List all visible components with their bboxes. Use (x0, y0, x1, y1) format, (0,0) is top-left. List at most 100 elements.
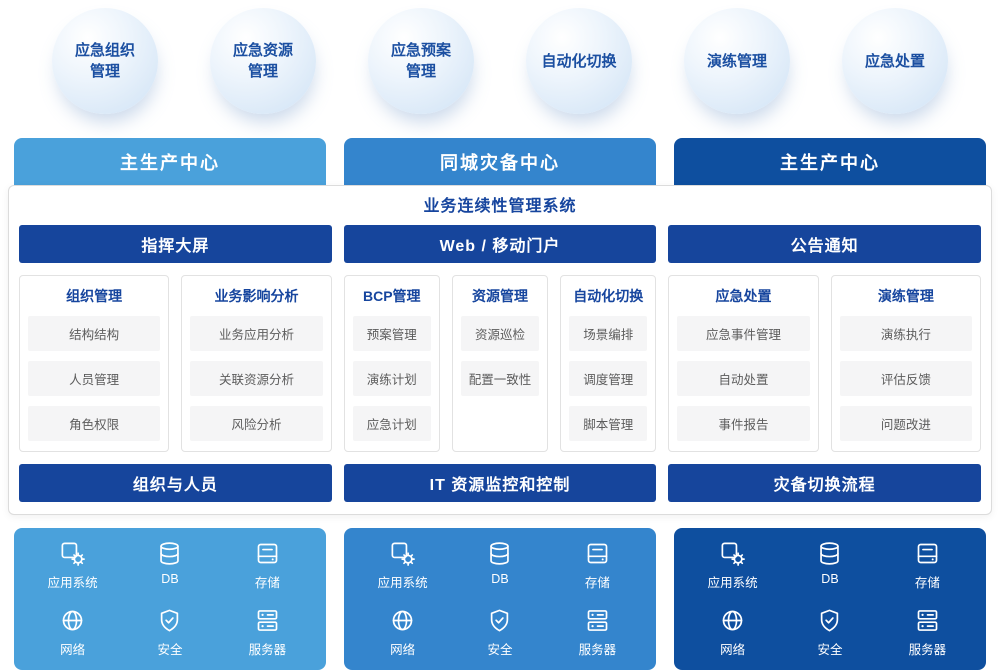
footer-bar-it-monitoring: IT 资源监控和控制 (343, 464, 657, 502)
server-icon (914, 607, 941, 634)
storage-icon (254, 540, 281, 567)
card-item: 应急计划 (352, 406, 431, 441)
card-title: 业务影响分析 (214, 288, 299, 304)
infra-item-storage: 存储 (219, 540, 316, 591)
section-web-portal: Web / 移动门户 BCP管理 预案管理 演练计划 应急计划 资源管理 资源巡… (343, 225, 657, 502)
infra-item-storage: 存储 (549, 540, 646, 591)
portal-bar-announcement: 公告通知 (668, 225, 982, 263)
card-item: 演练执行 (839, 316, 973, 351)
center-bar-same-city-dr: 同城灾备中心 (344, 138, 656, 185)
center-bar-primary-production-2: 主生产中心 (674, 138, 986, 185)
infra-item-server: 服务器 (879, 607, 976, 658)
section-cards: BCP管理 预案管理 演练计划 应急计划 资源管理 资源巡检 配置一致性 自动化… (343, 275, 657, 452)
infra-label: 网络 (390, 643, 416, 657)
card-item: 结构结构 (28, 316, 161, 351)
infra-item-app-system: 应用系统 (24, 540, 121, 591)
card-title: BCP管理 (363, 288, 421, 304)
infra-item-storage: 存储 (879, 540, 976, 591)
card-title: 组织管理 (66, 288, 123, 304)
infra-item-app-system: 应用系统 (354, 540, 451, 591)
card-item: 自动处置 (677, 361, 810, 396)
section-announcement: 公告通知 应急处置 应急事件管理 自动处置 事件报告 演练管理 演练执行 评估反… (668, 225, 982, 502)
card-item: 人员管理 (28, 361, 161, 396)
card-item: 评估反馈 (839, 361, 973, 396)
bcm-system-panel: 业务连续性管理系统 指挥大屏 组织管理 结构结构 人员管理 角色权限 业务影响分… (8, 185, 992, 515)
app-system-icon (389, 540, 416, 567)
server-icon (584, 607, 611, 634)
infra-item-server: 服务器 (219, 607, 316, 658)
infra-label: DB (161, 572, 179, 586)
card-item: 应急事件管理 (677, 316, 810, 351)
section-command: 指挥大屏 组织管理 结构结构 人员管理 角色权限 业务影响分析 业务应用分析 关… (19, 225, 332, 502)
footer-bar-org-personnel: 组织与人员 (19, 464, 332, 502)
shield-icon (816, 607, 843, 634)
card-item: 角色权限 (28, 406, 161, 441)
center-header-row: 主生产中心 同城灾备中心 主生产中心 (0, 138, 1000, 185)
network-icon (719, 607, 746, 634)
card-resource-mgmt: 资源管理 资源巡检 配置一致性 (451, 275, 549, 452)
infra-label: 网络 (60, 643, 86, 657)
bubble-label: 应急预案 管理 (390, 42, 451, 80)
infra-item-server: 服务器 (549, 607, 646, 658)
infra-label: 应用系统 (707, 576, 758, 590)
infra-item-network: 网络 (24, 607, 121, 658)
infra-label: DB (821, 572, 839, 586)
bubble-emergency-org-mgmt: 应急组织 管理 (52, 8, 158, 114)
card-item: 调度管理 (569, 361, 648, 396)
infra-label: 应用系统 (47, 576, 98, 590)
infra-label: 安全 (157, 643, 183, 657)
storage-icon (584, 540, 611, 567)
bubble-label: 应急资源 管理 (232, 42, 293, 80)
card-title: 演练管理 (877, 288, 934, 304)
portal-bar-web-mobile: Web / 移动门户 (343, 225, 657, 263)
bubble-emergency-resource-mgmt: 应急资源 管理 (210, 8, 316, 114)
card-item: 问题改进 (839, 406, 973, 441)
database-icon (156, 540, 183, 567)
infra-label: 服务器 (248, 643, 287, 657)
infra-label: 网络 (720, 643, 746, 657)
infra-label: 安全 (817, 643, 843, 657)
infra-label: 存储 (584, 576, 610, 590)
card-title: 自动化切换 (573, 288, 644, 304)
footer-bar-dr-switch-process: 灾备切换流程 (668, 464, 982, 502)
infra-item-db: DB (781, 540, 878, 591)
bubble-label: 演练管理 (706, 52, 767, 70)
card-item: 资源巡检 (460, 316, 540, 351)
database-icon (816, 540, 843, 567)
card-item: 场景编排 (569, 316, 648, 351)
shield-icon (486, 607, 513, 634)
infra-item-db: DB (451, 540, 548, 591)
infra-panel-primary-production: 应用系统 DB 存储 网络 安全 服务器 (14, 528, 326, 670)
card-item: 关联资源分析 (190, 361, 323, 396)
infra-panel-primary-production-2: 应用系统 DB 存储 网络 安全 服务器 (674, 528, 986, 670)
infra-label: 应用系统 (377, 576, 428, 590)
card-title: 资源管理 (472, 288, 528, 304)
section-cards: 应急处置 应急事件管理 自动处置 事件报告 演练管理 演练执行 评估反馈 问题改… (668, 275, 982, 452)
infra-item-app-system: 应用系统 (684, 540, 781, 591)
infra-item-security: 安全 (781, 607, 878, 658)
network-icon (59, 607, 86, 634)
bubble-label: 自动化切换 (541, 52, 617, 70)
infra-item-security: 安全 (121, 607, 218, 658)
card-title: 应急处置 (715, 288, 772, 304)
bubble-label: 应急组织 管理 (74, 42, 135, 80)
card-item: 演练计划 (352, 361, 431, 396)
capability-bubbles: 应急组织 管理 应急资源 管理 应急预案 管理 自动化切换 演练管理 应急处置 (0, 0, 1000, 114)
card-bcp-mgmt: BCP管理 预案管理 演练计划 应急计划 (343, 275, 440, 452)
storage-icon (914, 540, 941, 567)
bubble-emergency-response: 应急处置 (842, 8, 948, 114)
system-sections: 指挥大屏 组织管理 结构结构 人员管理 角色权限 业务影响分析 业务应用分析 关… (19, 225, 982, 502)
bubble-label: 应急处置 (864, 52, 925, 70)
infra-panel-same-city-dr: 应用系统 DB 存储 网络 安全 服务器 (344, 528, 656, 670)
app-system-icon (719, 540, 746, 567)
infra-item-security: 安全 (451, 607, 548, 658)
app-system-icon (59, 540, 86, 567)
card-item: 预案管理 (352, 316, 431, 351)
card-item: 脚本管理 (569, 406, 648, 441)
infra-label: 存储 (914, 576, 940, 590)
infra-item-network: 网络 (684, 607, 781, 658)
infra-label: DB (491, 572, 509, 586)
bubble-drill-mgmt: 演练管理 (684, 8, 790, 114)
bubble-emergency-plan-mgmt: 应急预案 管理 (368, 8, 474, 114)
infra-label: 存储 (254, 576, 280, 590)
